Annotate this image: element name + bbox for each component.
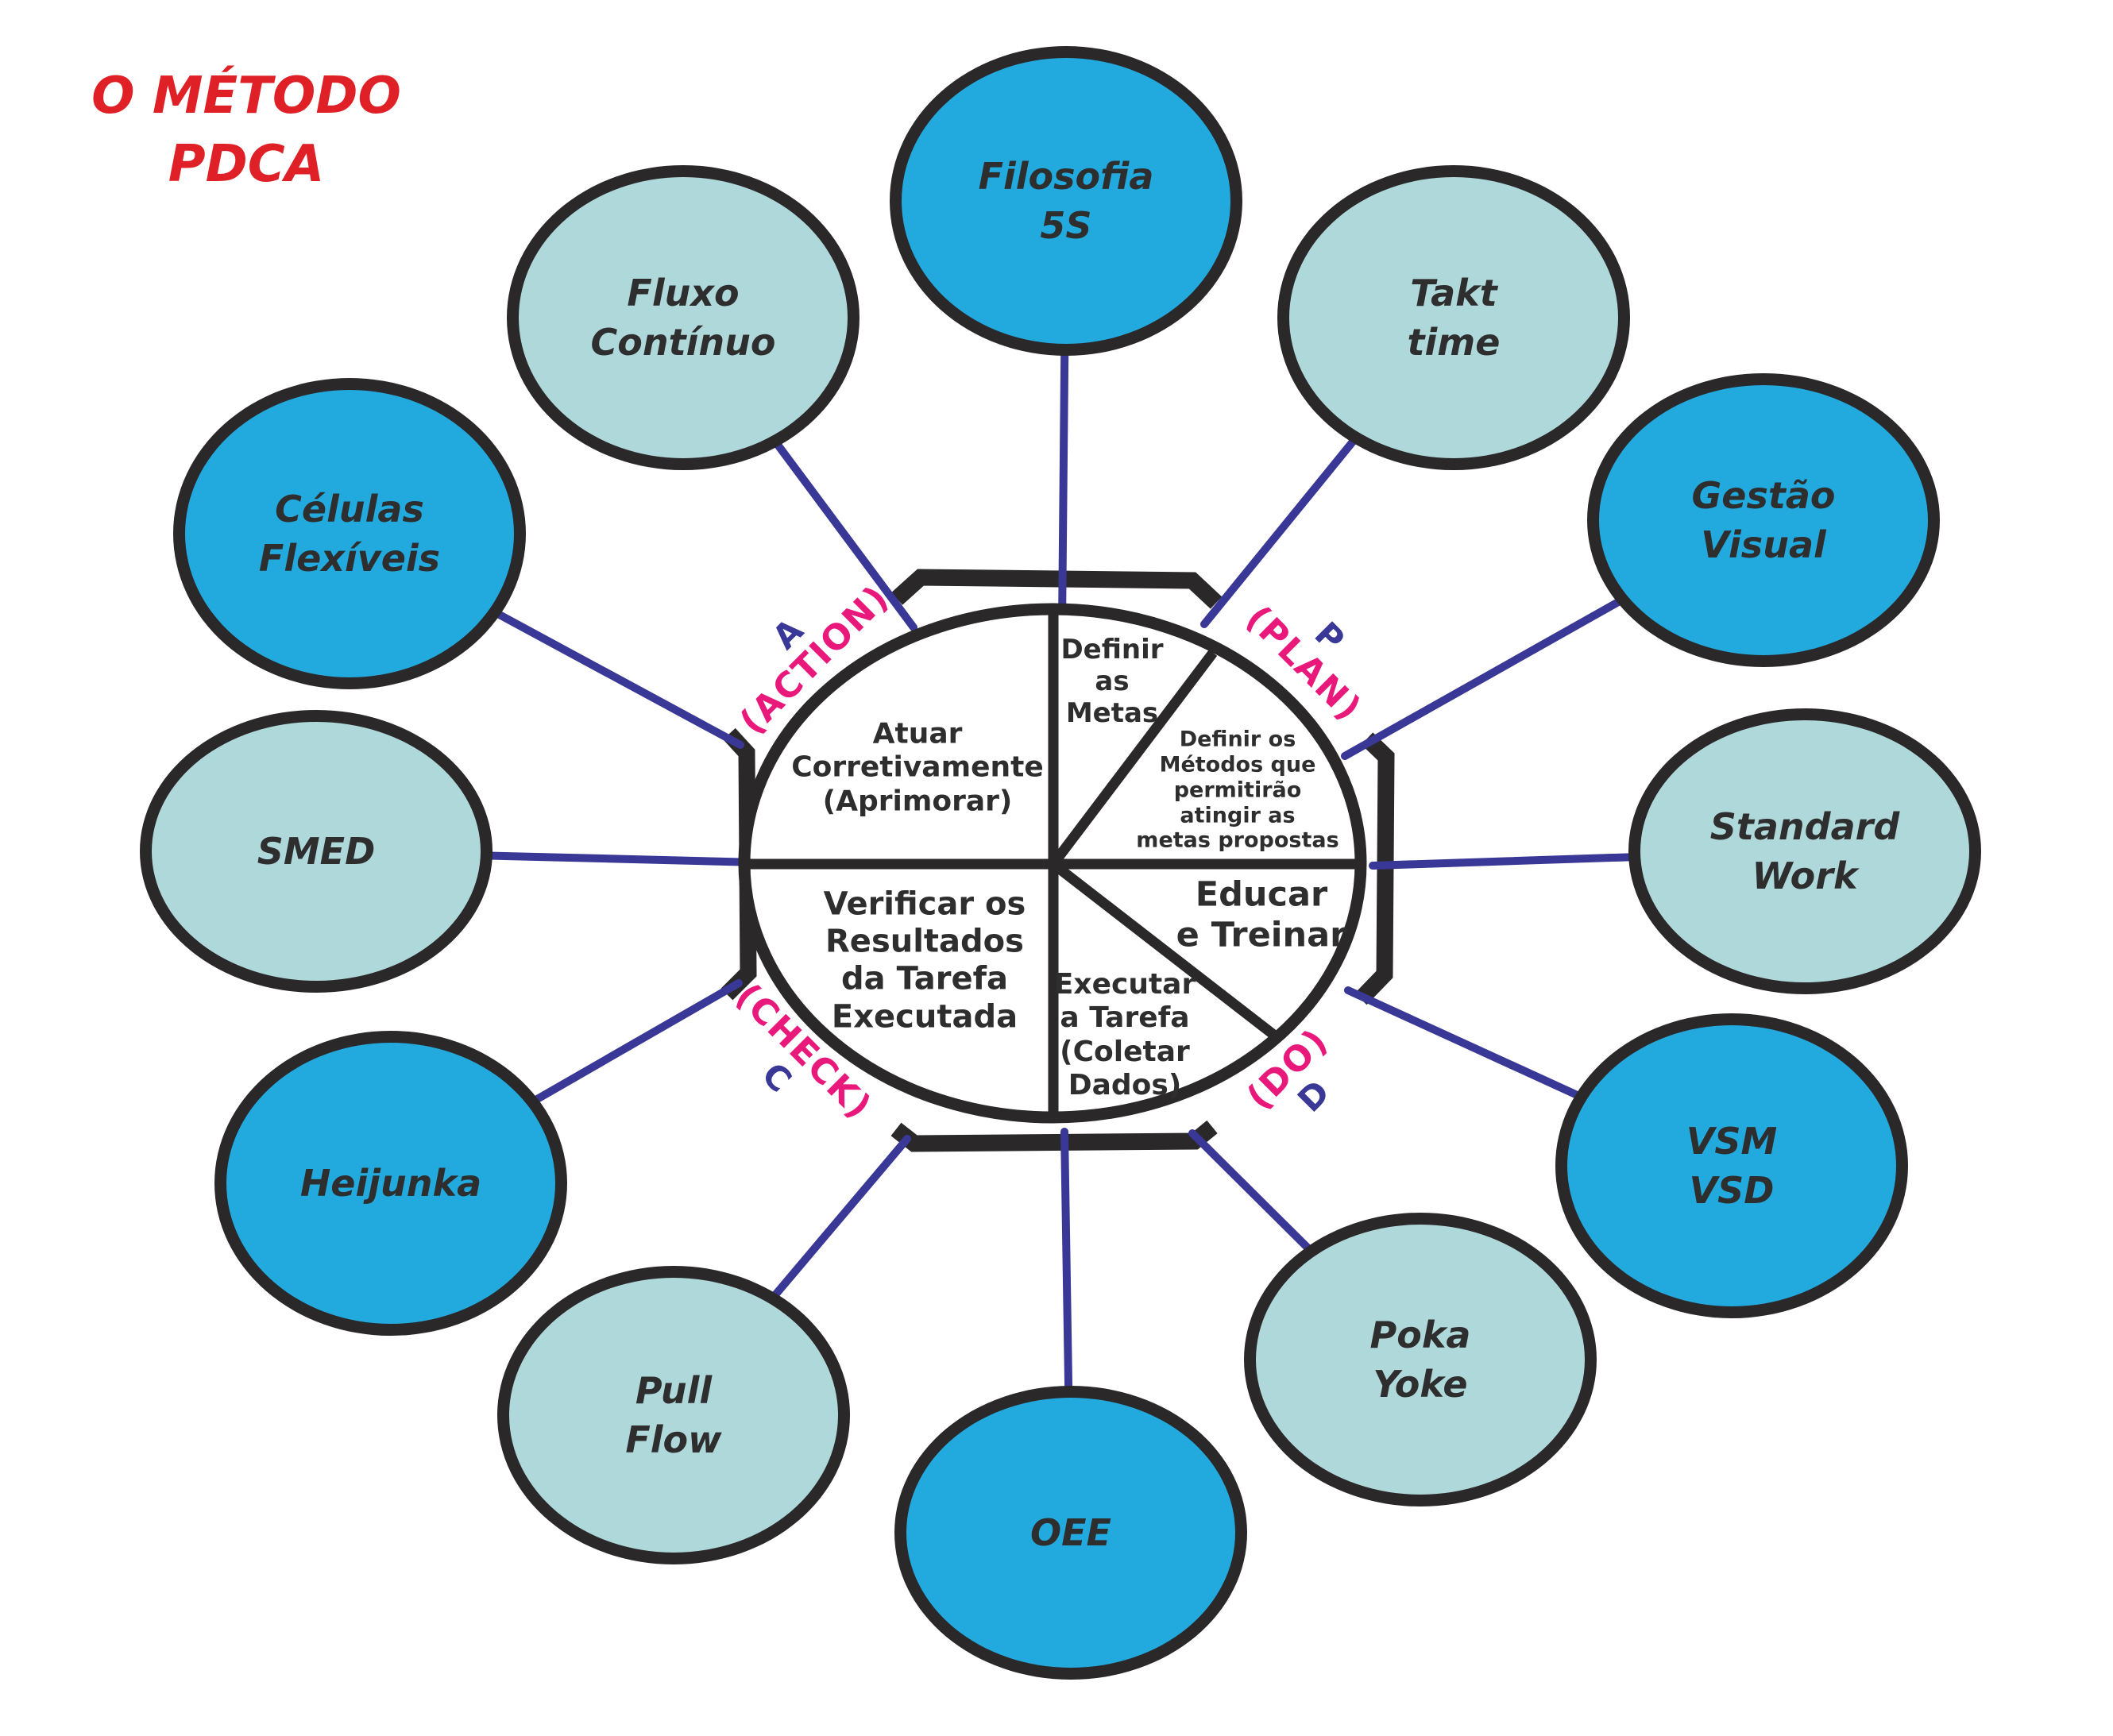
wheel-divider-educar-executar [1050, 859, 1279, 1041]
frame-bar-bottom [890, 1120, 1218, 1152]
node-label: Fluxo Contínuo [590, 271, 776, 364]
node-label: Takt time [1407, 271, 1501, 364]
node-label: Pull Flow [625, 1368, 722, 1461]
node-poka-yoke: Poka Yoke [1244, 1213, 1597, 1506]
wheel-segment-definir-metodos: Definir os Métodos que permitirão atingi… [1136, 727, 1339, 853]
node-label: Filosofia 5S [978, 154, 1154, 247]
node-fluxo-continuo: Fluxo Contínuo [507, 165, 859, 470]
wheel-divider-metas-metodos [1049, 650, 1218, 867]
node-takt-time: Takt time [1277, 165, 1630, 470]
node-pull-flow: Pull Flow [497, 1266, 850, 1564]
wheel-segment-atuar: Atuar Corretivamente (Aprimorar) [791, 717, 1044, 818]
node-label: VSM VSD [1686, 1119, 1778, 1212]
page-title: O MÉTODO PDCA [91, 67, 401, 195]
node-celulas-flexiveis: Células Flexíveis [173, 378, 526, 689]
node-oee: OEE [894, 1386, 1247, 1680]
pdca-wheel [738, 603, 1367, 1124]
node-gestao-visual: Gestão Visual [1587, 373, 1940, 667]
node-filosofia-5s: Filosofia 5S [890, 46, 1242, 356]
frame-bar-top [890, 569, 1223, 609]
node-label: Heijunka [299, 1161, 482, 1205]
wheel-segment-verificar: Verificar os Resultados da Tarefa Execut… [823, 885, 1026, 1036]
wheel-segment-educar: Educar e Treinar [1176, 874, 1347, 955]
node-label: SMED [257, 829, 376, 873]
node-label: Poka Yoke [1369, 1313, 1471, 1406]
node-vsm-vsd: VSM VSD [1555, 1013, 1908, 1318]
node-label: Standard Work [1709, 804, 1900, 897]
node-heijunka: Heijunka [214, 1031, 567, 1336]
node-label: OEE [1030, 1510, 1111, 1554]
wheel-segment-executar: Executar a Tarefa (Coletar Dados) [1053, 968, 1196, 1102]
wheel-segment-definir-metas: Definir as Metas [1060, 633, 1164, 730]
node-label: Gestão Visual [1691, 473, 1836, 566]
node-smed: SMED [140, 710, 493, 993]
node-label: Células Flexíveis [258, 487, 441, 580]
node-standard-work: Standard Work [1628, 708, 1981, 994]
